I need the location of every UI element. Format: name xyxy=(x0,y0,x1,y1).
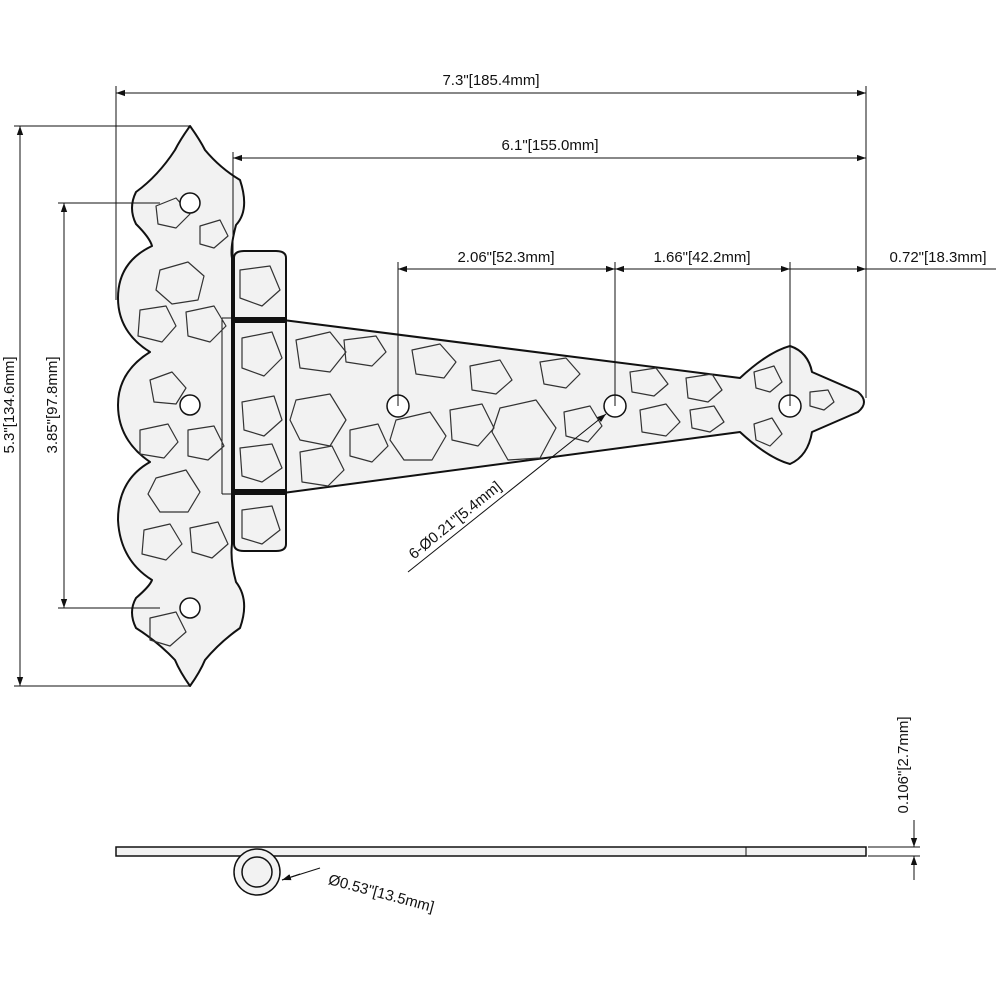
strap-length-label: 6.1"[155.0mm] xyxy=(501,137,598,154)
overall-length-label: 7.3"[185.4mm] xyxy=(442,72,539,89)
plate-hole-spacing-label: 3.85"[97.8mm] xyxy=(44,356,61,453)
hinge-side-view xyxy=(115,820,920,896)
pin-diameter-label: Ø0.53"[13.5mm] xyxy=(326,871,435,916)
strap-leaf xyxy=(282,319,865,494)
hinge-knuckle xyxy=(233,250,287,552)
hinge-top-view xyxy=(117,125,865,687)
plate-height-label: 5.3"[134.6mm] xyxy=(1,356,18,453)
hammered-texture xyxy=(137,197,835,647)
side-profile xyxy=(115,846,867,857)
dimension-lines xyxy=(14,86,996,687)
tip-distance-label: 0.72"[18.3mm] xyxy=(889,249,986,266)
hole-callout-label: 6-Ø0.21"[5.4mm] xyxy=(406,478,505,563)
hole-spacing-2-label: 1.66"[42.2mm] xyxy=(653,249,750,266)
mounting-hole xyxy=(179,597,201,619)
thickness-label: 0.106"[2.7mm] xyxy=(895,716,912,813)
mounting-hole xyxy=(179,192,201,214)
hole-spacing-1-label: 2.06"[52.3mm] xyxy=(457,249,554,266)
pin-inner xyxy=(241,856,273,888)
mounting-hole xyxy=(179,394,201,416)
